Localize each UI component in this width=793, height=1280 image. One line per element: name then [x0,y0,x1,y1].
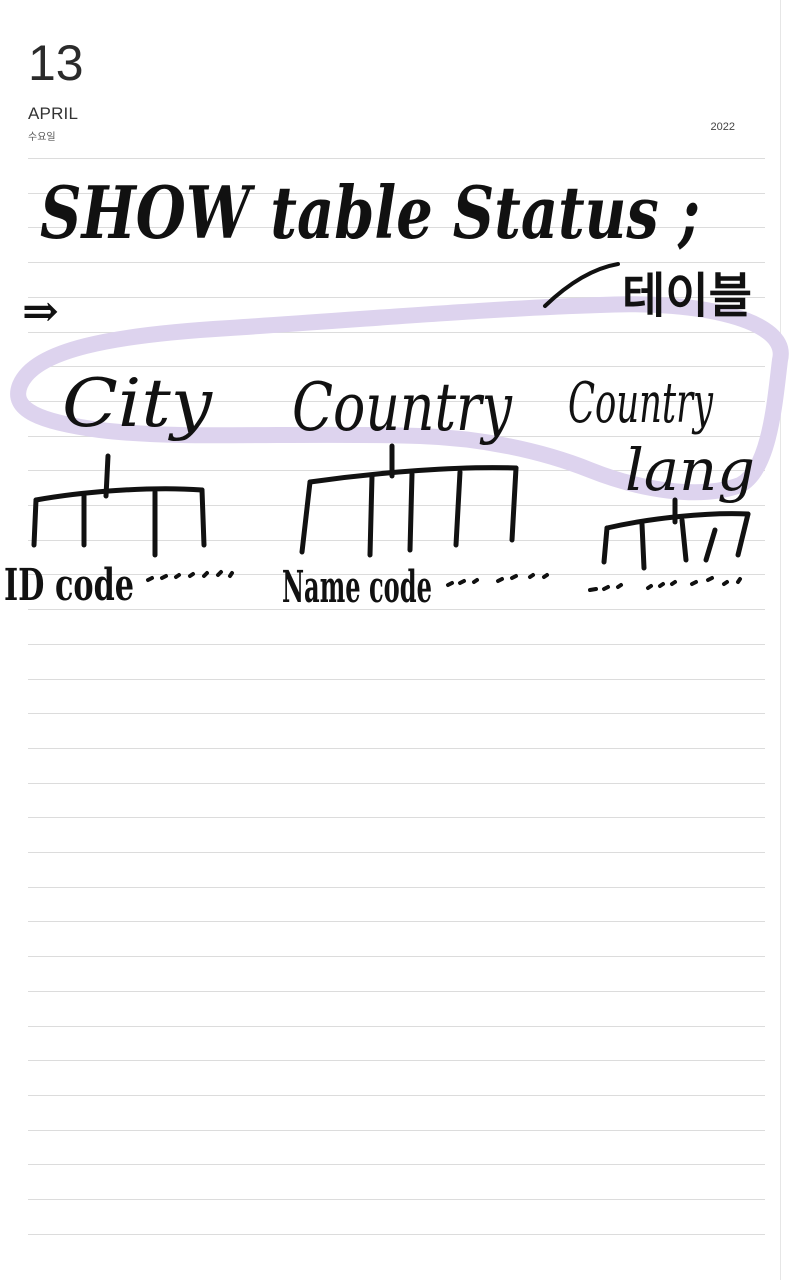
ruled-line [28,1095,765,1096]
ruled-line [28,679,765,680]
ruled-line [28,297,765,298]
ruled-line [28,540,765,541]
ruled-line [28,817,765,818]
ruled-line [28,193,765,194]
ruled-line [28,921,765,922]
ruled-line [28,713,765,714]
ruled-line [28,1234,765,1235]
ruled-line [28,470,765,471]
date-weekday: 수요일 [28,132,56,143]
date-day: 13 [28,35,84,91]
ruled-line [28,1060,765,1061]
ruled-line [28,852,765,853]
ruled-line [28,609,765,610]
ruled-line [28,748,765,749]
ruled-line [28,436,765,437]
ruled-line [28,262,765,263]
date-year: 2022 [710,121,735,133]
date-month: APRIL [28,104,79,123]
ruled-line [28,991,765,992]
ruled-line [28,1164,765,1165]
ruled-line [28,887,765,888]
ruled-line [28,1026,765,1027]
ruled-line [28,401,765,402]
ruled-line [28,1199,765,1200]
ruled-line [28,158,765,159]
ruled-line [28,1130,765,1131]
ruled-line [28,574,765,575]
ruled-line [28,505,765,506]
ruled-line [28,956,765,957]
ruled-line [28,783,765,784]
ruled-line [28,644,765,645]
ruled-line [28,332,765,333]
ruled-line [28,366,765,367]
ruled-line [28,227,765,228]
